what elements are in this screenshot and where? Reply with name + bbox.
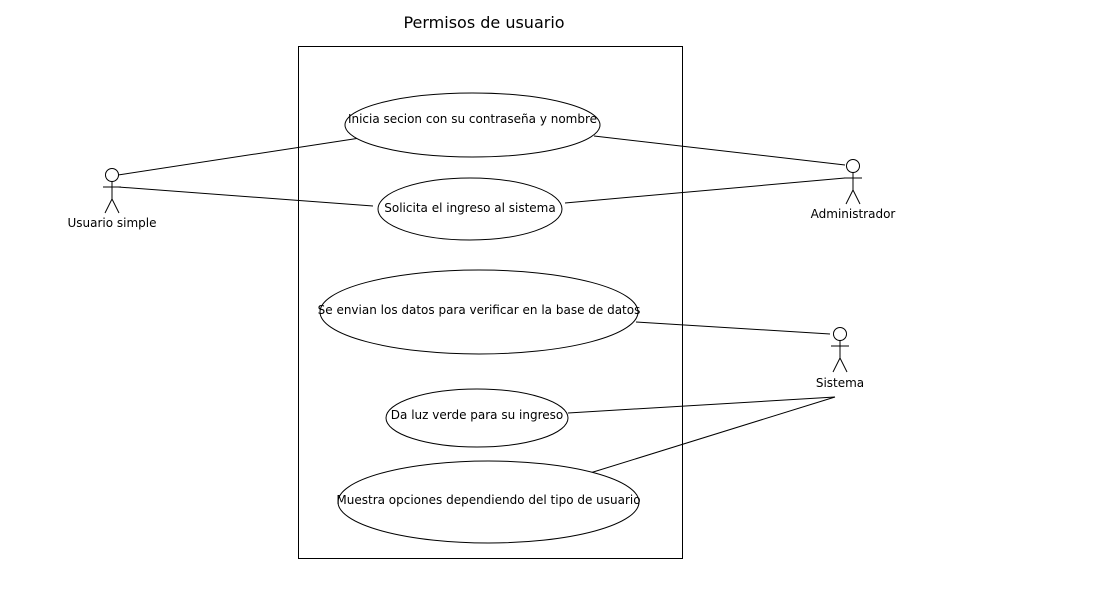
use-case-label: Da luz verde para su ingreso	[391, 408, 563, 422]
use-case-muestra-opciones: Muestra opciones dependiendo del tipo de…	[336, 460, 641, 544]
assoc-usuario-inicia	[117, 137, 361, 176]
stick-figure-icon	[844, 159, 862, 205]
diagram-title: Permisos de usuario	[403, 13, 564, 32]
actor-label: Usuario simple	[67, 216, 156, 230]
stick-figure-icon	[103, 168, 121, 214]
use-case-label: Solicita el ingreso al sistema	[384, 201, 555, 215]
stick-figure-icon	[831, 327, 849, 373]
use-case-envian-datos: Se envian los datos para verificar en la…	[318, 269, 641, 355]
actor-usuario-simple: Usuario simple	[67, 168, 157, 230]
actor-administrador: Administrador	[811, 159, 896, 221]
assoc-sistema-envian	[635, 321, 831, 335]
use-case-solicita-ingreso: Solicita el ingreso al sistema	[377, 177, 563, 241]
use-case-label: Muestra opciones dependiendo del tipo de…	[336, 493, 640, 507]
use-case-inicia-sesion: Inicia secion con su contraseña y nombre	[344, 92, 601, 158]
actor-sistema: Sistema	[816, 327, 864, 390]
use-case-label: Inicia secion con su contraseña y nombre	[348, 112, 597, 126]
assoc-sistema-muestra	[589, 396, 836, 474]
assoc-sistema-luzverde	[567, 396, 836, 414]
use-case-label: Se envian los datos para verificar en la…	[318, 303, 641, 317]
assoc-usuario-solicita	[117, 186, 374, 207]
assoc-admin-solicita	[564, 177, 846, 204]
use-case-luz-verde: Da luz verde para su ingreso	[385, 388, 569, 448]
actor-label: Administrador	[811, 207, 896, 221]
actor-label: Sistema	[816, 376, 864, 390]
assoc-admin-inicia	[593, 135, 846, 166]
associations	[117, 135, 846, 474]
